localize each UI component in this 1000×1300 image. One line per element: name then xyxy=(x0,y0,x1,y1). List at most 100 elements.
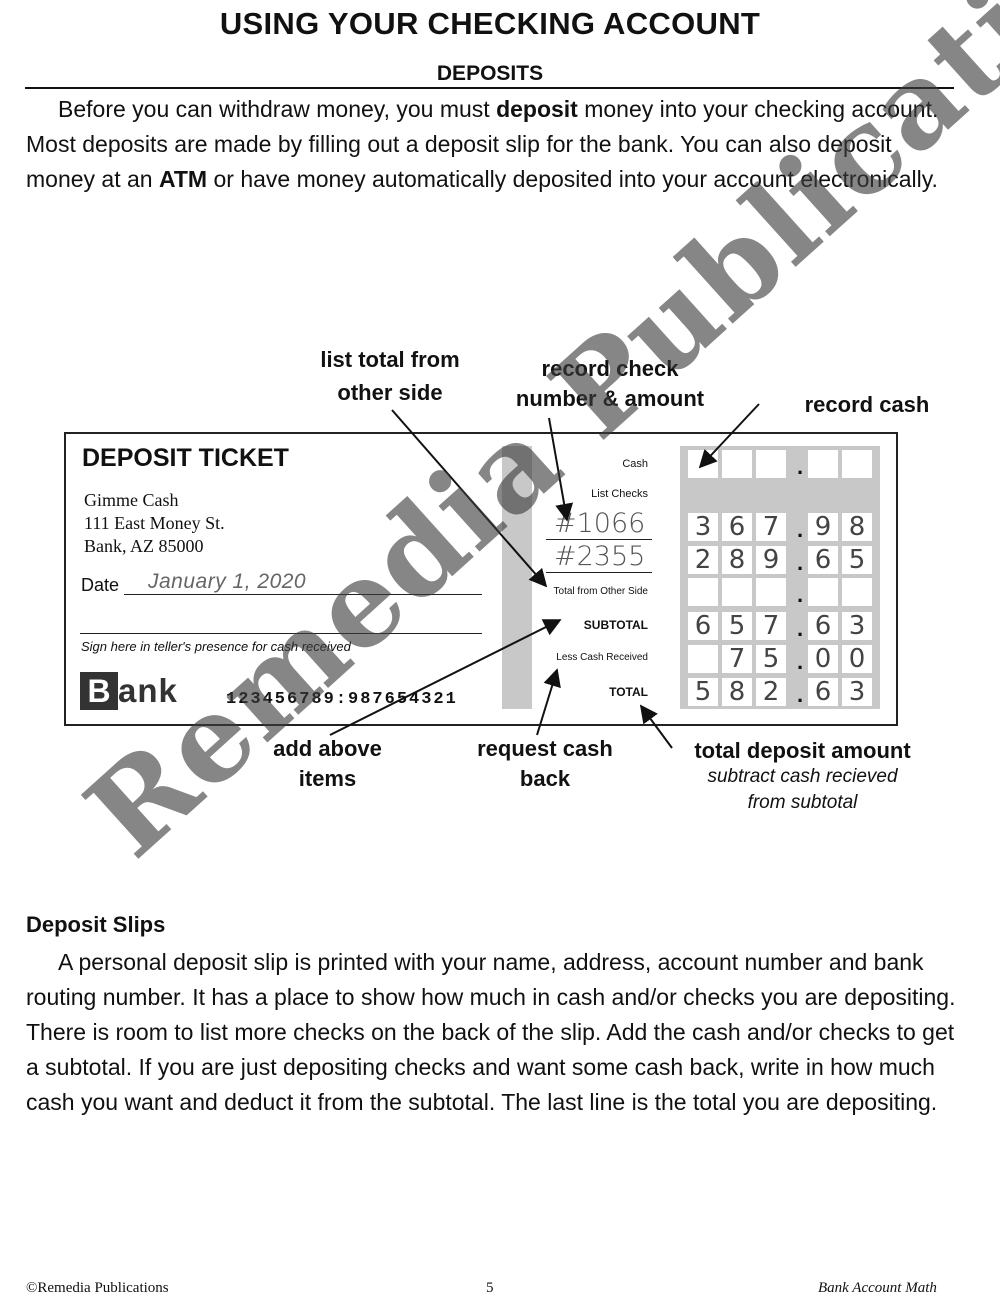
footer-page-number: 5 xyxy=(486,1280,494,1296)
decimal-point: . xyxy=(796,517,804,542)
callout-total-deposit-sub2: from subtotal xyxy=(747,792,858,813)
amount-cell xyxy=(688,612,718,640)
amount-digit: 9 xyxy=(762,545,780,575)
amount-cell xyxy=(756,678,786,706)
account-holder-city: Bank, AZ 85000 xyxy=(84,536,204,556)
micr-routing-line: 123456789:987654321 xyxy=(226,690,458,709)
amount-digit: 5 xyxy=(728,611,746,641)
header-rule xyxy=(25,87,954,89)
amount-cell xyxy=(722,678,752,706)
callout-request-cash-line2: back xyxy=(519,766,571,791)
callout-record-cash: record cash xyxy=(804,392,930,417)
check2-number: #2355 xyxy=(554,541,646,572)
amount-digit: 3 xyxy=(848,677,866,707)
callout-record-check: record check number & amount xyxy=(495,354,725,414)
amount-digit: 3 xyxy=(694,512,712,542)
signature-label: Sign here in teller's presence for cash … xyxy=(81,639,351,654)
amount-cell xyxy=(722,513,752,541)
bank-logo-text: ank xyxy=(118,672,178,709)
amount-digit: 8 xyxy=(728,545,746,575)
date-label: Date xyxy=(81,575,120,595)
amount-cell xyxy=(808,546,838,574)
amount-cell xyxy=(808,612,838,640)
amount-cell xyxy=(688,645,718,673)
row-label-cash: Cash xyxy=(622,458,648,470)
section-body-text: A personal deposit slip is printed with … xyxy=(26,949,956,1115)
row-label-less-cash: Less Cash Received xyxy=(556,652,648,663)
callout-list-total: list total from other side xyxy=(290,343,490,409)
bank-logo-initial: B xyxy=(80,672,118,710)
amount-digit: 6 xyxy=(814,611,832,641)
arrow-add-above xyxy=(329,619,562,736)
row-label-total: TOTAL xyxy=(609,685,648,699)
amount-cell xyxy=(756,645,786,673)
intro-text-3: or have money automatically deposited in… xyxy=(207,166,938,192)
check1-underline xyxy=(546,539,652,540)
arrow-record-check xyxy=(548,417,574,522)
amount-cell xyxy=(842,612,872,640)
amount-digit: 6 xyxy=(694,611,712,641)
amount-cell xyxy=(688,578,718,606)
amount-cell xyxy=(842,513,872,541)
row-label-list-checks: List Checks xyxy=(591,488,648,500)
amount-cell xyxy=(756,578,786,606)
amount-digit: 0 xyxy=(848,644,866,674)
callout-total-deposit: total deposit amount xyxy=(694,738,911,763)
callout-request-cash: request cash back xyxy=(455,734,635,794)
deposit-ticket: DEPOSIT TICKET Gimme Cash 111 East Money… xyxy=(64,432,898,726)
callout-record-check-line2: number & amount xyxy=(515,386,705,411)
intro-text-1: Before you can withdraw money, you must xyxy=(58,96,497,122)
page-title: USING YOUR CHECKING ACCOUNT xyxy=(219,6,761,41)
amount-cell xyxy=(688,513,718,541)
intro-paragraph: Before you can withdraw money, you must … xyxy=(26,92,956,197)
amount-cell xyxy=(808,578,838,606)
amount-cell xyxy=(808,450,838,478)
callout-record-check-line1: record check xyxy=(541,356,679,381)
arrow-request-cash xyxy=(536,668,561,736)
decimal-point: . xyxy=(796,616,804,641)
row-label-subtotal: SUBTOTAL xyxy=(583,618,648,632)
amount-digit: 6 xyxy=(728,512,746,542)
amount-digit: 5 xyxy=(848,545,866,575)
intro-bold-atm: ATM xyxy=(158,166,208,192)
amount-digit: 2 xyxy=(762,677,780,707)
amount-digit: 7 xyxy=(728,644,746,674)
footer-book-title: Bank Account Math xyxy=(818,1280,937,1296)
callout-add-above-line1: add above xyxy=(273,736,382,761)
amount-cell xyxy=(808,645,838,673)
amount-digit: 5 xyxy=(694,677,712,707)
amount-cell xyxy=(756,612,786,640)
amount-digit: 9 xyxy=(814,512,832,542)
decimal-point: . xyxy=(796,454,804,479)
signature-line xyxy=(80,633,482,634)
amount-digit: 3 xyxy=(848,611,866,641)
account-holder-street: 111 East Money St. xyxy=(84,513,225,533)
callout-list-total-line1: list total from xyxy=(320,347,460,372)
amount-cell xyxy=(756,546,786,574)
ticket-title: DEPOSIT TICKET xyxy=(82,444,289,472)
amount-cell xyxy=(808,513,838,541)
amount-cell xyxy=(842,546,872,574)
amount-cell xyxy=(756,513,786,541)
date-value: January 1, 2020 xyxy=(148,570,307,593)
decimal-point: . xyxy=(796,550,804,575)
callout-total-deposit-sub: subtract cash recieved from subtotal xyxy=(670,764,935,816)
decimal-point: . xyxy=(796,649,804,674)
page-subtitle: DEPOSITS xyxy=(436,62,544,85)
decimal-point: . xyxy=(796,682,804,707)
amount-cell xyxy=(722,612,752,640)
amount-digit: 7 xyxy=(762,512,780,542)
amount-digit: 8 xyxy=(848,512,866,542)
amount-digit: 5 xyxy=(762,644,780,674)
section-body: A personal deposit slip is printed with … xyxy=(26,945,956,1120)
row-label-column xyxy=(532,446,680,709)
amount-cell xyxy=(722,546,752,574)
footer-copyright: ©Remedia Publications xyxy=(26,1280,169,1296)
arrow-total-deposit xyxy=(639,704,673,749)
callout-add-above: add above items xyxy=(255,734,400,794)
amount-cell xyxy=(688,546,718,574)
amount-cell xyxy=(722,450,752,478)
intro-bold-deposit: deposit xyxy=(496,96,578,122)
check2-underline xyxy=(546,572,652,573)
